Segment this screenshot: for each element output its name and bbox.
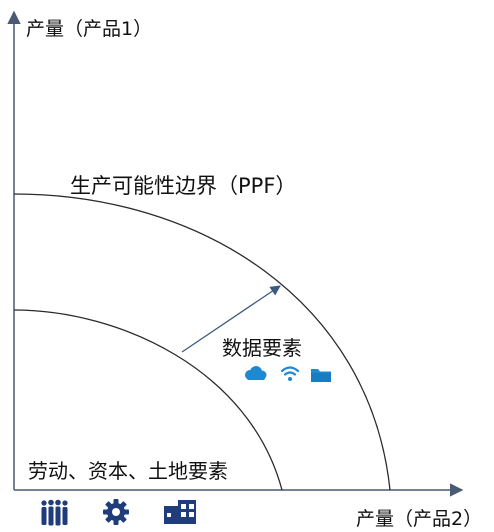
shift-arrow (181, 285, 281, 353)
wifi-icon (280, 366, 300, 381)
y-axis-label: 产量（产品1） (26, 18, 153, 40)
outer-ppf-curve (13, 193, 391, 491)
ppf-label: 生产可能性边界（PPF） (70, 174, 297, 198)
base-factors-label: 劳动、资本、土地要素 (28, 459, 228, 483)
workers-icon (41, 499, 68, 526)
folder-icon (311, 369, 331, 382)
gear-icon (103, 499, 129, 525)
data-factor-label: 数据要素 (222, 336, 302, 360)
inner-ppf-curve (13, 309, 283, 491)
x-axis-label: 产量（产品2） (356, 508, 483, 530)
factory-icon (164, 500, 196, 524)
cloud-icon (245, 366, 267, 380)
